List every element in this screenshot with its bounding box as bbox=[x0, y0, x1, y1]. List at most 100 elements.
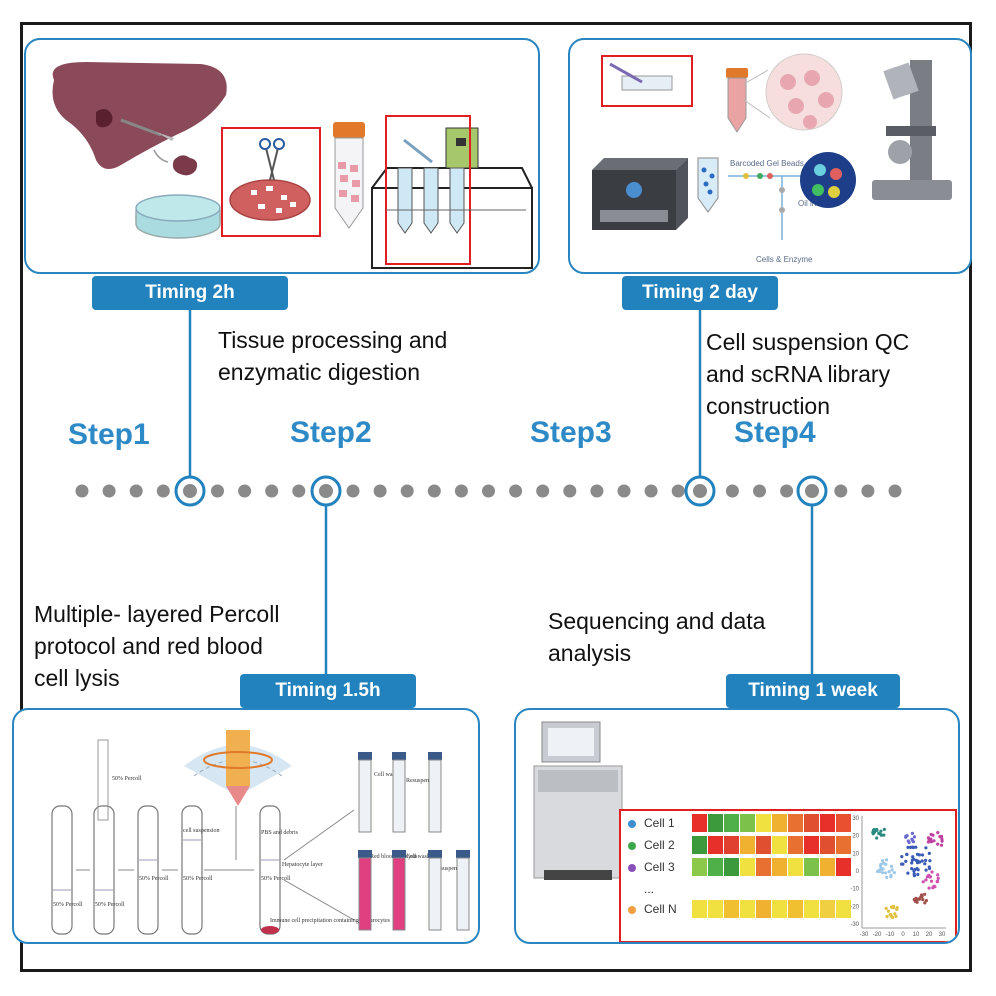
percoll-label-4: 50% Percoll bbox=[183, 876, 213, 882]
heatmap-cell bbox=[692, 900, 707, 918]
resuspension-label-2: Resuspension bbox=[434, 866, 467, 872]
heatmap-cell bbox=[788, 814, 803, 832]
tsne-point bbox=[926, 836, 930, 840]
tsne-point bbox=[884, 871, 888, 875]
tsne-point bbox=[920, 853, 925, 857]
heatmap-cell bbox=[820, 814, 835, 832]
heatmap-row-label: ... bbox=[644, 882, 655, 896]
cell-suspension-label: cell suspension bbox=[183, 828, 220, 834]
tsne-point bbox=[940, 837, 944, 841]
tsne-point bbox=[911, 845, 915, 850]
percoll-label-3: 50% Percoll bbox=[139, 876, 169, 882]
tsne-point bbox=[900, 855, 904, 859]
tsne-x-tick: -30 bbox=[860, 932, 869, 938]
tsne-point bbox=[929, 832, 933, 837]
heatmap-cell bbox=[820, 858, 835, 876]
heatmap-cell bbox=[724, 900, 739, 918]
cells-label: Cells & Enzyme bbox=[756, 255, 813, 264]
heatmap-cell bbox=[740, 858, 755, 876]
heatmap-cell bbox=[724, 836, 739, 854]
heatmap-cell bbox=[804, 836, 819, 854]
tsne-point bbox=[890, 868, 894, 872]
heatmap-cell bbox=[740, 814, 755, 832]
heatmap-cell bbox=[836, 858, 851, 876]
tsne-point bbox=[936, 831, 940, 835]
tsne-point bbox=[939, 843, 944, 847]
heatmap-cell bbox=[820, 836, 835, 854]
tsne-point bbox=[932, 839, 936, 843]
percoll-label-5: 50% Percoll bbox=[261, 876, 291, 882]
tsne-point bbox=[906, 871, 910, 875]
heatmap-cell bbox=[708, 814, 723, 832]
heatmap-cell bbox=[724, 814, 739, 832]
liver-shape bbox=[52, 62, 227, 169]
percoll-label-2: 50% Percoll bbox=[95, 902, 125, 908]
heatmap-cell bbox=[836, 836, 851, 854]
row-color-dot bbox=[628, 841, 636, 850]
tsne-y-tick: 10 bbox=[852, 851, 859, 857]
tsne-point bbox=[928, 859, 932, 863]
tsne-point bbox=[913, 867, 917, 872]
tsne-point bbox=[879, 862, 883, 866]
tsne-y-tick: -30 bbox=[850, 922, 859, 928]
tsne-point bbox=[891, 904, 896, 908]
tsne-x-tick: 30 bbox=[939, 932, 946, 938]
tsne-x-tick: -20 bbox=[873, 932, 882, 938]
cell-washing-label-2: Cell washing bbox=[406, 854, 438, 860]
tsne-point bbox=[889, 873, 893, 877]
heatmap-cell bbox=[756, 836, 771, 854]
highlight-box-tubes bbox=[385, 115, 471, 265]
tsne-point bbox=[910, 837, 914, 841]
tsne-point bbox=[885, 875, 889, 879]
tsne-point bbox=[927, 886, 931, 890]
tsne-point bbox=[895, 907, 899, 911]
highlight-box-analysis bbox=[619, 809, 957, 942]
tsne-point bbox=[925, 875, 929, 879]
tsne-point bbox=[923, 892, 927, 896]
tsne-point bbox=[885, 915, 889, 919]
tsne-point bbox=[905, 834, 909, 838]
outer-frame bbox=[20, 22, 972, 972]
heatmap-cell bbox=[724, 858, 739, 876]
tsne-point bbox=[884, 858, 889, 862]
tsne-point bbox=[877, 831, 881, 835]
tsne-point bbox=[879, 833, 883, 837]
step2-label: Step2 bbox=[290, 416, 372, 449]
tsne-point bbox=[910, 867, 914, 871]
timing-tag-step1: Timing 2h bbox=[92, 276, 288, 310]
tsne-point bbox=[938, 835, 942, 839]
tsne-point bbox=[905, 852, 909, 856]
tsne-point bbox=[918, 860, 922, 864]
heatmap-cell bbox=[772, 836, 787, 854]
heatmap-cell bbox=[804, 900, 819, 918]
tsne-point bbox=[889, 912, 893, 917]
heatmap-cell bbox=[804, 814, 819, 832]
tsne-point bbox=[880, 871, 885, 875]
tsne-y-tick: 30 bbox=[852, 816, 859, 822]
tsne-point bbox=[921, 898, 925, 902]
tsne-point bbox=[886, 909, 890, 913]
heatmap-cell bbox=[740, 900, 755, 918]
row-color-dot bbox=[628, 863, 636, 872]
tsne-point bbox=[912, 898, 916, 902]
tissue-processing-illustration bbox=[52, 62, 533, 269]
tsne-point bbox=[906, 845, 910, 849]
heatmap-cell bbox=[820, 900, 835, 918]
percoll-illustration: 50% Percoll 50% Percoll 50% Percoll 50% … bbox=[51, 730, 470, 935]
tsne-point bbox=[935, 879, 940, 883]
tsne-point bbox=[882, 827, 886, 831]
tsne-point bbox=[929, 879, 934, 883]
tsne-point bbox=[882, 833, 886, 837]
tsne-point bbox=[893, 912, 897, 916]
tsne-point bbox=[910, 831, 914, 835]
step1-label: Step1 bbox=[68, 418, 150, 451]
tsne-point bbox=[936, 842, 940, 846]
tsne-y-tick: 0 bbox=[856, 869, 860, 875]
tsne-point bbox=[923, 862, 927, 866]
tsne-x-tick: 0 bbox=[901, 932, 905, 938]
tsne-point bbox=[912, 874, 916, 878]
